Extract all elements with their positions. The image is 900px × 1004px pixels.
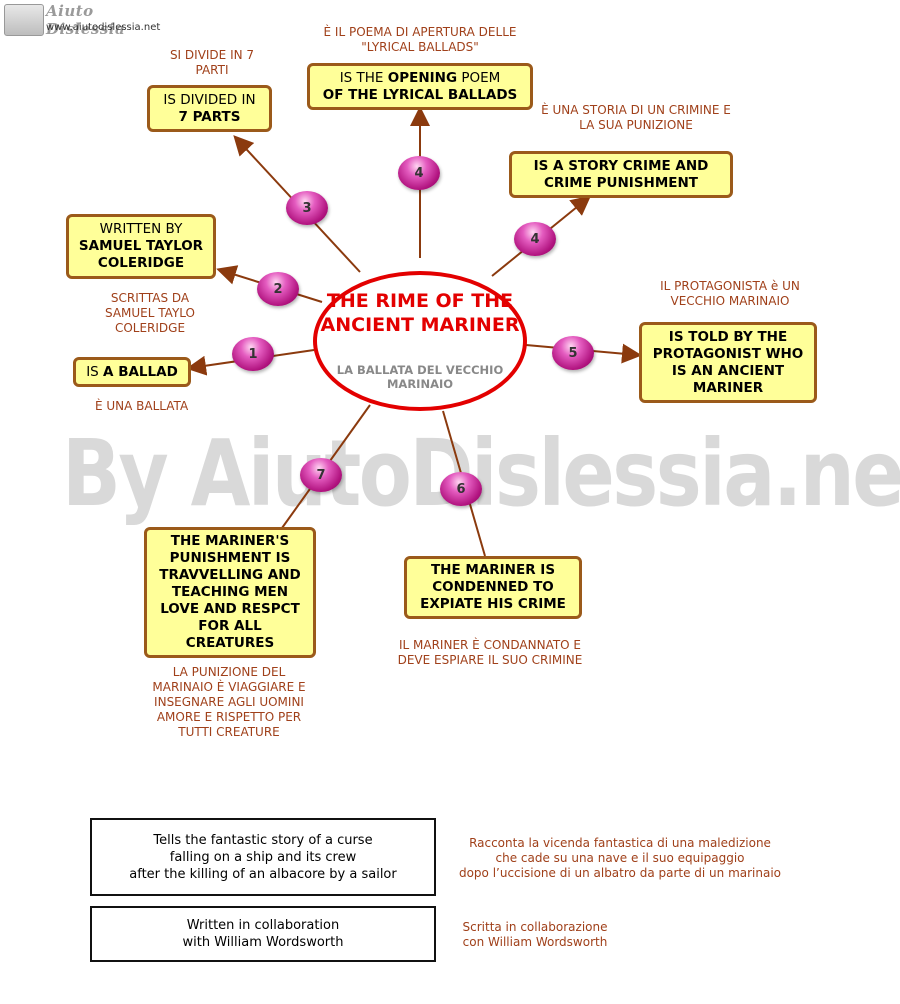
node-box-4a[interactable]: IS THE OPENING POEM OF THE LYRICAL BALLA…: [307, 63, 533, 110]
node-1-text: IS: [86, 363, 104, 380]
central-subtitle: LA BALLATA DEL VECCHIO MARINAIO: [336, 363, 504, 391]
node-note-7: LA PUNIZIONE DEL MARINAIO È VIAGGIARE E …: [152, 665, 306, 739]
ball-1: 1: [232, 337, 274, 371]
ball-7: 7: [300, 458, 342, 492]
summary-text-italian: Racconta la vicenda fantastica di una ma…: [458, 836, 782, 880]
node-4a-text: IS THE: [339, 69, 388, 86]
node-7-bold: THE MARINER'S PUNISHMENT IS TRAVVELLING …: [159, 533, 301, 651]
central-title: THE RIME OF THE ANCIENT MARINER: [320, 290, 520, 336]
node-3-text: IS DIVIDED IN: [163, 91, 256, 108]
node-note-4b: È UNA STORIA DI UN CRIMINE E LA SUA PUNI…: [541, 103, 731, 132]
node-note-5: IL PROTAGONISTA è UN VECCHIO MARINAIO: [660, 279, 800, 308]
node-note-3: SI DIVIDE IN 7 PARTI: [169, 48, 255, 77]
node-4a-text-post: POEM: [457, 69, 501, 86]
node-box-3[interactable]: IS DIVIDED IN 7 PARTS: [147, 85, 272, 132]
ball-6: 6: [440, 472, 482, 506]
node-2-text: WRITTEN BY: [99, 221, 183, 237]
ball-5: 5: [552, 336, 594, 370]
node-box-7[interactable]: THE MARINER'S PUNISHMENT IS TRAVVELLING …: [144, 527, 316, 658]
ball-4b: 4: [514, 222, 556, 256]
summary-box-english: Tells the fantastic story of a curse fal…: [90, 818, 436, 896]
node-6-bold: THE MARINER IS CONDENNED TO EXPIATE HIS …: [420, 562, 566, 612]
ball-4a: 4: [398, 156, 440, 190]
node-5-bold: IS TOLD BY THE PROTAGONIST WHO IS AN ANC…: [652, 328, 804, 396]
node-box-1[interactable]: IS A BALLAD: [73, 357, 191, 387]
node-note-1: È UNA BALLATA: [95, 399, 189, 413]
node-note-6: IL MARINER È CONDANNATO E DEVE ESPIARE I…: [397, 638, 583, 667]
central-topic[interactable]: THE RIME OF THE ANCIENT MARINER LA BALLA…: [313, 271, 527, 411]
node-2-bold: SAMUEL TAYLOR COLERIDGE: [78, 238, 204, 271]
node-box-2[interactable]: WRITTEN BY SAMUEL TAYLOR COLERIDGE: [66, 214, 216, 279]
node-box-4b[interactable]: IS A STORY CRIME AND CRIME PUNISHMENT: [509, 151, 733, 198]
node-1-bold: A BALLAD: [103, 363, 178, 380]
node-box-5[interactable]: IS TOLD BY THE PROTAGONIST WHO IS AN ANC…: [639, 322, 817, 403]
node-4a-bold: OPENING: [387, 69, 458, 86]
ball-3: 3: [286, 191, 328, 225]
node-4b-bold: IS A STORY CRIME AND CRIME PUNISHMENT: [533, 157, 709, 191]
node-box-6[interactable]: THE MARINER IS CONDENNED TO EXPIATE HIS …: [404, 556, 582, 619]
collaboration-text-italian: Scritta in collaborazione con William Wo…: [462, 920, 608, 949]
logo-url: www.aiutodislessia.net: [46, 22, 161, 33]
node-note-2: SCRITTAS DA SAMUEL TAYLO COLERIDGE: [105, 291, 195, 335]
node-3-bold: 7 PARTS: [178, 108, 241, 125]
book-icon: [4, 4, 44, 36]
ball-2: 2: [257, 272, 299, 306]
logo-title: Aiuto Dislessia: [46, 2, 126, 38]
watermark: By AiutoDislessia.net: [62, 420, 900, 527]
node-4a-bold-2: OF THE LYRICAL BALLADS: [322, 86, 518, 103]
node-note-4a: È IL POEMA DI APERTURA DELLE "LYRICAL BA…: [323, 25, 517, 54]
collaboration-box-english: Written in collaboration with William Wo…: [90, 906, 436, 962]
logo[interactable]: Aiuto Dislessia www.aiutodislessia.net: [2, 2, 160, 38]
